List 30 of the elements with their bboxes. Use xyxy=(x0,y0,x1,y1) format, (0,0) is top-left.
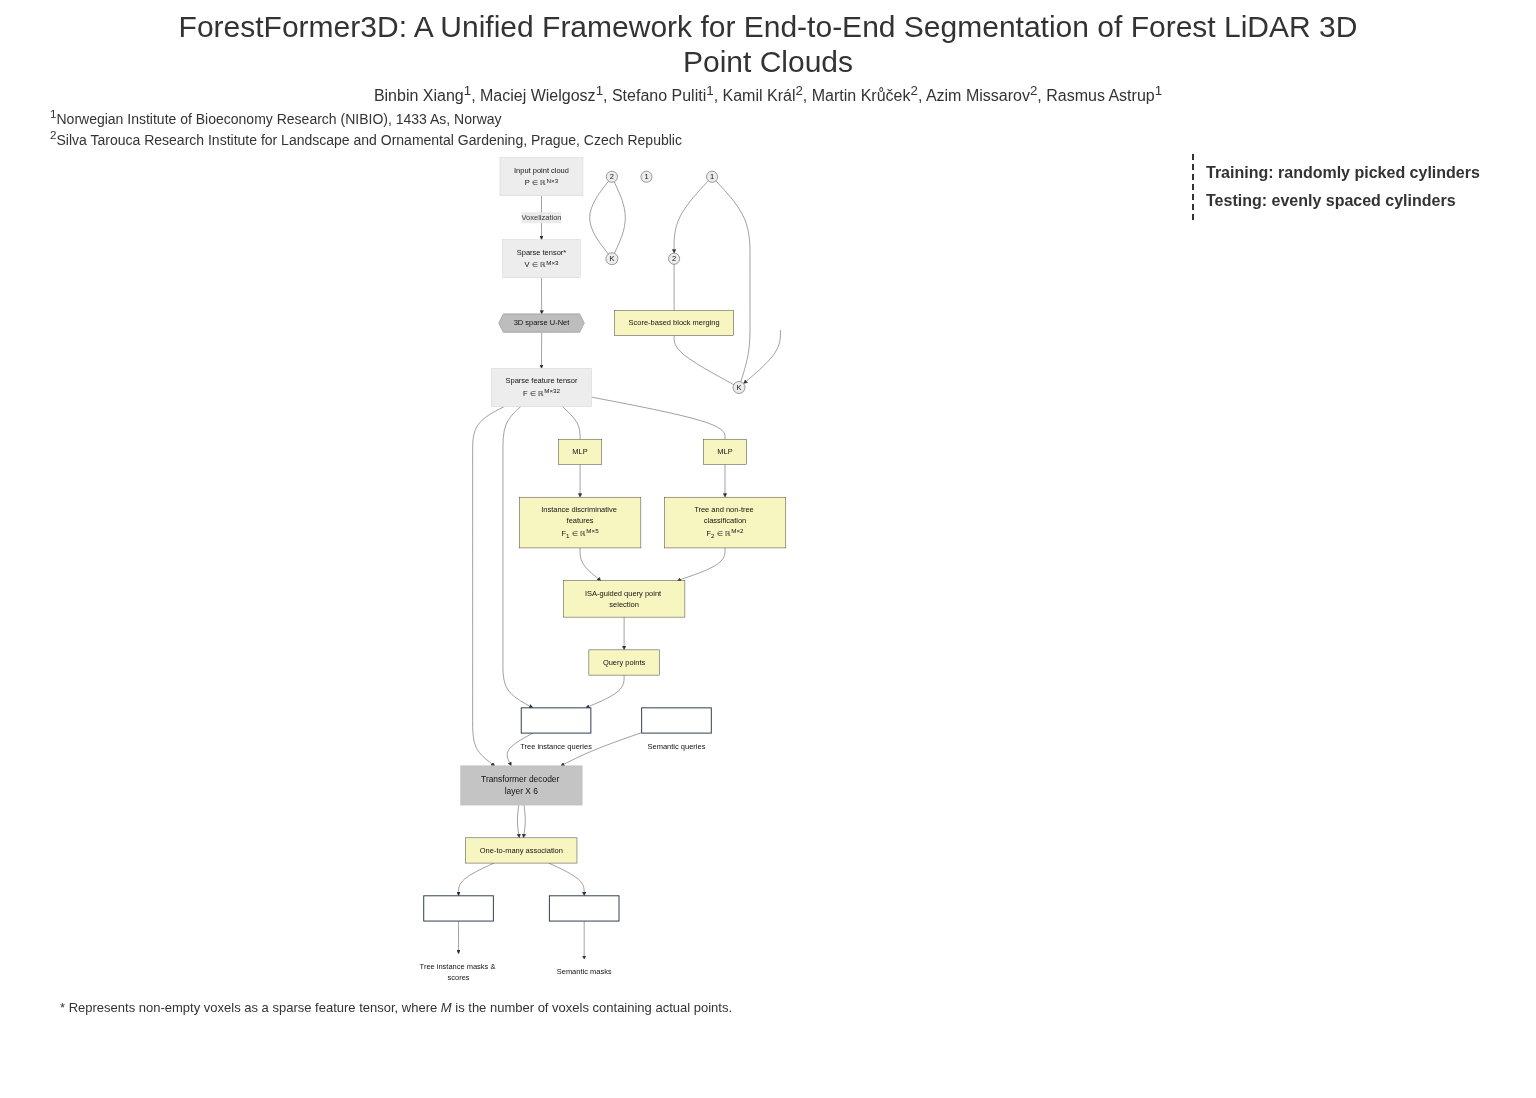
section-heading: Testing: evenly spaced cylinders xyxy=(1206,191,1457,210)
node-box xyxy=(703,438,747,465)
node-box xyxy=(548,895,620,922)
node-box xyxy=(502,239,581,278)
title: ForestFormer3D: A Unified Framework for End-to-End Segmentation of Forest LiDAR 3D Point Clouds xyxy=(177,10,1359,79)
connector xyxy=(715,180,751,382)
node-box xyxy=(588,649,660,675)
node-box xyxy=(423,895,494,922)
author-list: Binbin Xiang$^{1}$, Maciej Wielgosz$^{1}$, Stefano Puliti$^{1}$, Kamil Král$^{2}$, Martin Krůček$^{2}$, Azim Missarov$^{2}$, Rasmus Astrup$^{1}$ xyxy=(40,83,1496,106)
node-circle xyxy=(732,380,746,394)
node-circle xyxy=(606,170,618,183)
node-circle xyxy=(605,252,619,265)
node-box xyxy=(460,765,583,805)
node-box xyxy=(465,837,578,863)
affiliation-text: $^{2}$Silva Tarouca Research Institute for Landscape and Ornamental Gardening, Prague, Czech Republic xyxy=(50,128,683,148)
node-circle xyxy=(706,170,718,183)
node-box xyxy=(641,707,712,734)
section-heading: Training: randomly picked cylinders xyxy=(1206,163,1481,182)
node-box xyxy=(614,309,734,336)
footnote: * Represents non-empty voxels as a sparse feature tensor, where M is the number of voxels containing actual points. xyxy=(60,999,734,1015)
node-box xyxy=(563,580,686,617)
node-circle xyxy=(668,252,680,265)
node-box xyxy=(491,367,592,407)
node-box xyxy=(520,707,592,734)
node-box xyxy=(558,438,602,465)
node-box xyxy=(664,496,787,548)
node-box xyxy=(519,496,642,548)
node-circle xyxy=(640,170,653,183)
node-box xyxy=(499,157,584,196)
affiliation-text: $^{1}$Norwegian Institute of Bioeconomy Research (NIBIO), 1433 As, Norway xyxy=(50,107,503,127)
